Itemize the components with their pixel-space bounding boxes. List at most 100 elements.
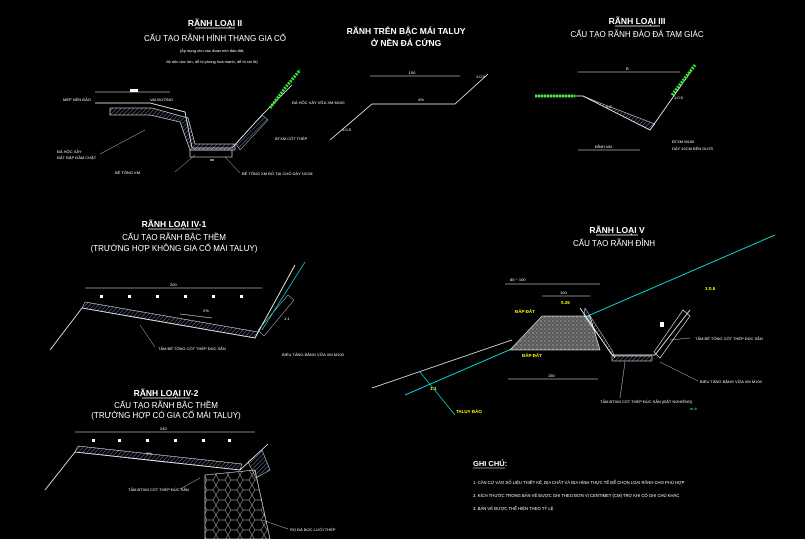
type4-1-subtitle: CẤU TẠO RÃNH BẬC THỀM [122, 232, 226, 242]
type4-1-fall-arrow [179, 313, 213, 319]
notes-item-1: 1. CĂN CỨ VÀO SỐ LIỆU THIẾT KẾ, ĐỊA CHẤT… [473, 480, 685, 485]
type5-mark [660, 322, 664, 327]
bench-fall-label: 4% [418, 97, 424, 102]
type5-label-lining: TẤM BTXM CỐT THÉP ĐÚC SẴN (ĐẶT NGHIÊNG) [600, 399, 693, 404]
type2-label-backfill: ĐẤT ĐẮP ĐẦM CHẶT [57, 155, 97, 160]
type3-label-mortar: BTXM M150 [672, 139, 695, 144]
notes-title: GHI CHÚ: [473, 459, 507, 468]
type2-title: RÃNH LOẠI II [188, 18, 242, 28]
section-type3: RÃNH LOẠI III CẤU TẠO RÃNH ĐÀO ĐÁ TAM GI… [535, 16, 713, 151]
bench-slope-label-2: 1:0.5 [342, 127, 352, 132]
bench-title: RÃNH TRÊN BẬC MÁI TALUY [347, 25, 466, 36]
type2-leader-3 [224, 156, 241, 174]
type5-leader-2 [659, 361, 699, 382]
bench-subtitle: Ở NỀN ĐÁ CỨNG [371, 37, 442, 48]
type2-label-slab: BTXM CỐT THÉP [275, 136, 308, 141]
notes-item-3: 3. BẢN VẼ ĐƯỢC THỂ HIỆN THEO TỶ LỆ [473, 506, 554, 511]
type5-taluy-line [371, 339, 513, 389]
section-type4-2: RÃNH LOẠI IV-2 CẤU TẠO RÃNH BẬC THỀM (TR… [44, 388, 336, 539]
type4-1-total: 200 [170, 282, 177, 287]
type4-1-label-lining: BIỂU TẢNG BẰNG VỮA XM M100 [282, 352, 345, 357]
type3-profile [535, 69, 693, 131]
type4-1-slab [81, 301, 259, 339]
type3-lining [582, 95, 656, 131]
type4-2-leader-2 [261, 519, 289, 530]
type3-width-label: B [626, 66, 629, 71]
type4-2-title: RÃNH LOẠI IV-2 [134, 388, 199, 398]
type2-leader-2 [174, 154, 196, 173]
type5-label-mortar: BIỂU TẢNG BẰNG VỮA XM M100 [700, 379, 763, 384]
type4-2-subtitle2: (TRƯỜNG HỢP CÓ GIA CỐ MÁI TALUY) [91, 410, 241, 420]
type3-depth: 0.3 [606, 104, 612, 109]
type4-2-subtitle: CẤU TẠO RÃNH BẬC THỀM [114, 400, 218, 410]
notes-item-2: 2. KÍCH THƯỚC TRONG BẢN VẼ ĐƯỢC GHI THEO… [473, 493, 679, 498]
type5-bottom-lining [611, 355, 653, 362]
type2-label-bottom: BÊ TÔNG XM [115, 170, 140, 175]
type5-leader-3 [619, 361, 626, 399]
type4-2-gabion [204, 469, 271, 539]
type5-dim-bottom-label: 150 [548, 373, 555, 378]
type5-cut-line [419, 371, 456, 416]
type4-2-dim-ticks [92, 439, 231, 442]
type2-label-left-edge: MÉP NỀN ĐÀO [63, 97, 91, 102]
type4-1-leader-1 [139, 324, 156, 348]
type4-2-fall: 2% [146, 451, 152, 456]
type2-label-stone: ĐÁ HỘC XÂY [57, 149, 82, 154]
type5-fill [509, 315, 601, 351]
type4-1-label-slab: TẤM BÊ TÔNG CỐT THÉP ĐÚC SẴN [158, 346, 226, 351]
section-type4-1: RÃNH LOẠI IV-1 CẤU TẠO RÃNH BẬC THỀM (TR… [49, 219, 345, 357]
type4-2-slab [74, 445, 243, 471]
type4-1-fall: 2% [203, 308, 209, 313]
type5-label-slab: TẤM BÊ TÔNG CỐT THÉP ĐÚC SẴN [695, 336, 763, 341]
type4-2-label-gabion: RỌ ĐÁ BỌC LƯỚI THÉP [290, 527, 336, 532]
type3-slope: 1:0.5 [674, 95, 684, 100]
type4-1-slope: 1:1 [284, 316, 290, 321]
type4-1-slope-line [261, 261, 306, 331]
type2-dim-mark [130, 89, 138, 92]
type5-subtitle: CẤU TẠO RÃNH ĐỈNH [573, 238, 655, 248]
bench-slope-label: 1:0.5 [476, 74, 486, 79]
type5-title: RÃNH LOẠI V [589, 225, 645, 235]
bench-profile [329, 73, 489, 141]
type3-title: RÃNH LOẠI III [609, 16, 666, 26]
type2-label-edge-stone: ĐÁ HỘC XÂY VỮA XM M100 [292, 100, 345, 105]
type2-grass [268, 69, 302, 109]
type4-2-label-slab: TẤM BTXM CỐT THÉP ĐÚC SẴN [128, 487, 189, 492]
type5-dim-top-label: 80 ÷ 100 [510, 277, 526, 282]
type5-b-label: m-b [690, 406, 698, 411]
type2-base [189, 149, 233, 158]
type2-note1: (Áp dụng cho các đoạn nền đào đất, [180, 48, 245, 53]
type5-label-fill1: ĐẮP ĐẤT [515, 307, 535, 314]
section-type2: RÃNH LOẠI II CẤU TẠO RÃNH HÌNH THANG GIA… [57, 18, 345, 176]
type2-side-lining [235, 114, 269, 151]
type2-label-shoulder: VAI ĐƯỜNG [150, 97, 173, 102]
type2-label-base: BÊ TÔNG XM ĐỔ TẠI CHỖ DÀY 10CM [242, 171, 312, 176]
section-type5: RÃNH LOẠI V CẤU TẠO RÃNH ĐỈNH 80 ÷ 100 1… [371, 225, 776, 416]
type5-label-taluy: TALUY ĐÀO [456, 408, 482, 414]
bench-width-label: 100 [409, 70, 416, 75]
type3-label-bottom: ĐỈNH VAI [595, 144, 612, 149]
type3-subtitle: CẤU TẠO RÃNH ĐÀO ĐÁ TAM GIÁC [570, 29, 704, 39]
type5-right-slab [653, 309, 691, 359]
type5-label-small: 0.25 [561, 300, 570, 305]
type5-slope2: 1:0.5 [705, 286, 716, 291]
type4-2-total: 240 [160, 426, 167, 431]
type2-lining [109, 107, 236, 151]
type4-1-title: RÃNH LOẠI IV-1 [142, 219, 207, 229]
type5-leader-1 [669, 337, 691, 341]
type5-dim-mid-label: 100 [560, 290, 567, 295]
type4-1-subtitle2: (TRƯỜNG HỢP KHÔNG GIA CỐ MÁI TALUY) [91, 243, 258, 253]
type2-note2: độ dốc dọc lớn, dễ bị phong hoá mạnh, dễ… [166, 59, 258, 64]
type2-leader-1 [99, 129, 146, 155]
type5-label-fill2: ĐẮP ĐẤT [522, 351, 542, 358]
type4-1-side-slab [257, 294, 295, 337]
type2-subtitle: CẤU TẠO RÃNH HÌNH THANG GIA CỐ [144, 33, 286, 43]
type3-grass-right [670, 64, 697, 96]
notes-block: GHI CHÚ: 1. CĂN CỨ VÀO SỐ LIỆU THIẾT KẾ,… [473, 459, 685, 511]
type5-slope1: 1:1 [430, 386, 437, 391]
type3-label-thickness: DÀY 10CM BÊN DƯỚI [672, 146, 713, 151]
section-bench-ditch: RÃNH TRÊN BẬC MÁI TALUY Ở NỀN ĐÁ CỨNG 10… [329, 25, 489, 141]
type4-1-dim-ticks [100, 295, 243, 298]
type5-ground-line [404, 234, 776, 396]
